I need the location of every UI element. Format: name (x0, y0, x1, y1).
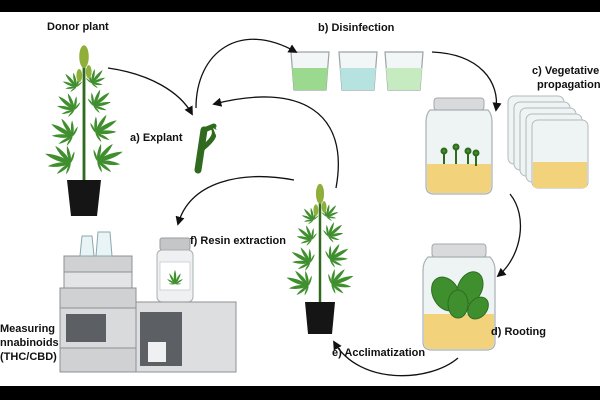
hplc-instrument (59, 231, 237, 373)
process-diagram: Donor plant a) Explant b) Disinfection (0, 21, 600, 377)
beaker-3 (384, 51, 424, 91)
arrow-icon (496, 193, 522, 278)
label-resin-extraction: f) Resin extraction (190, 235, 286, 247)
vegetative-jar-stack (507, 95, 589, 189)
diagram-canvas: Donor plant a) Explant b) Disinfection (0, 12, 600, 386)
flow-arrows (107, 38, 522, 377)
beaker-2 (338, 51, 378, 91)
resin-jar (156, 237, 194, 303)
arrow-icon (195, 38, 298, 109)
arrow-icon (333, 340, 459, 377)
label-measuring-3: (THC/CBD) (0, 351, 57, 363)
label-rooting: d) Rooting (491, 326, 546, 338)
arrow-icon (107, 67, 193, 116)
label-acclimatization: e) Acclimatization (332, 347, 425, 359)
label-measuring-1: Measuring (0, 323, 55, 335)
donor-plant (40, 45, 128, 216)
arrow-icon (175, 176, 295, 226)
label-disinfection: b) Disinfection (318, 22, 395, 34)
rooting-jar (422, 243, 496, 351)
vegetative-jar (425, 97, 493, 195)
arrow-icon (431, 51, 502, 112)
label-vegetative-1: c) Vegetative (532, 65, 599, 77)
explant-cutting (194, 123, 220, 174)
acclimatized-plant (282, 184, 358, 334)
label-explant: a) Explant (130, 132, 183, 144)
label-donor-plant: Donor plant (47, 21, 109, 33)
label-vegetative-2: propagation (537, 79, 600, 91)
disinfection-beakers (290, 51, 424, 91)
beaker-1 (290, 51, 330, 91)
label-measuring-2: nnabinoids (0, 337, 59, 349)
arrow-icon (212, 96, 339, 189)
